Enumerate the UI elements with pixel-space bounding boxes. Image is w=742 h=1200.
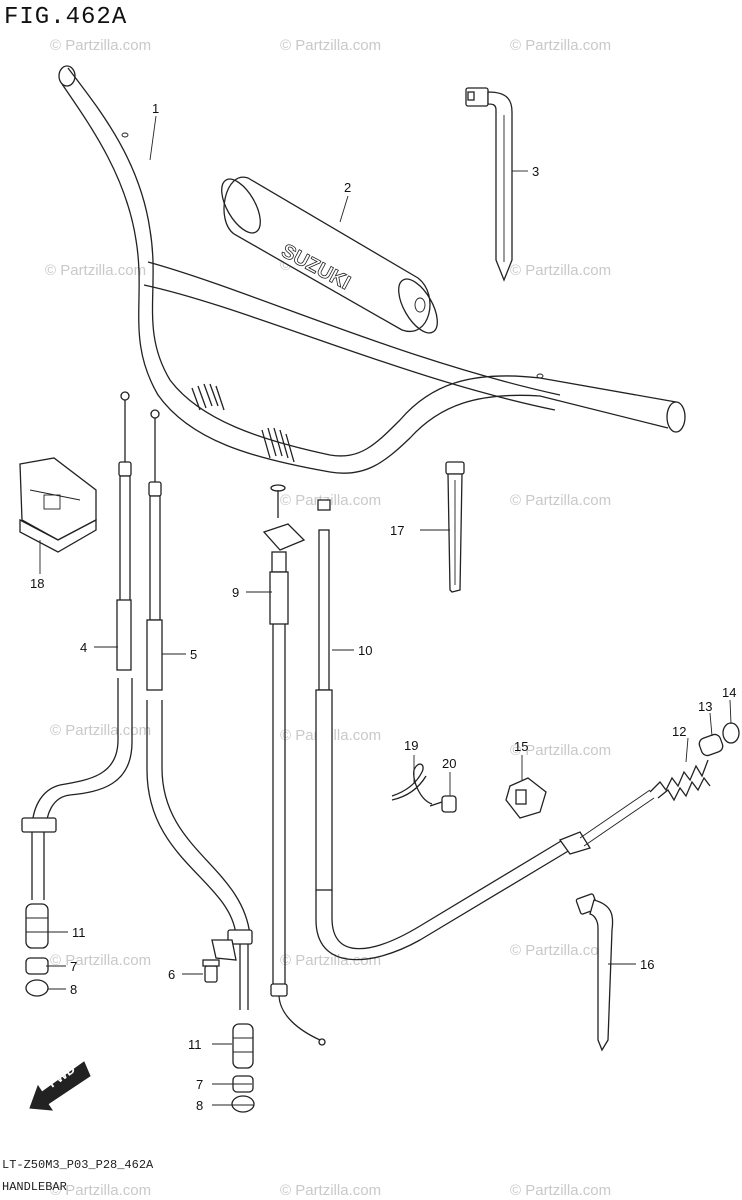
figure-caption: HANDLEBAR [2,1180,67,1194]
part-20-screw [429,795,457,813]
callout-17: 17 [390,523,404,538]
part-11-boot [25,903,254,1069]
part-14-nut [722,722,740,744]
part-19-clip [391,763,433,805]
part-16-strap [575,893,614,1052]
callout-4: 4 [80,640,87,655]
part-17-band [445,461,465,593]
part-3-strap [465,87,513,282]
leader-lines [39,115,732,1106]
callout-8-lower: 8 [196,1098,203,1113]
figure-title: FIG.462A [4,4,128,31]
watermark: © Partzilla.com [510,942,611,959]
callout-11: 11 [72,925,86,940]
part-1-handlebar [58,65,686,474]
watermark: © Partzilla.com [50,952,151,969]
callout-8: 8 [70,982,77,997]
callout-10: 10 [358,643,372,658]
callout-19: 19 [404,738,418,753]
callout-14: 14 [722,685,736,700]
watermark: © Partzilla.com [50,722,151,739]
part-13-joint [698,733,724,757]
callout-16: 16 [640,957,654,972]
callout-2: 2 [344,180,351,195]
callout-7-lower: 7 [196,1077,203,1092]
watermark: © Partzilla.com [280,952,381,969]
watermark: © Partzilla.com [45,262,146,279]
callout-11-lower: 11 [188,1037,202,1052]
part-5-cable [146,409,253,1010]
callouts: 1 2 3 4 5 6 7 8 9 10 11 12 13 14 15 16 1… [30,101,736,1113]
watermark: © Partzilla.com [510,37,611,54]
callout-1: 1 [152,101,159,116]
callout-7: 7 [70,959,77,974]
watermark: © Partzilla.com [280,37,381,54]
watermark: © Partzilla.com [280,1182,381,1199]
fwd-arrow: FWD [29,1061,91,1111]
callout-6: 6 [168,967,175,982]
watermark: © Partzilla.com [50,37,151,54]
watermark: © Partzilla.com [510,1182,611,1199]
grip-band [191,383,295,463]
callout-18: 18 [30,576,44,591]
part-12-spring [649,759,711,802]
part-15-clamp [505,777,547,819]
watermark: © Partzilla.com [510,492,611,509]
callout-15: 15 [514,739,528,754]
part-2-handlebar-pad: SUZUKI [221,176,438,334]
part-6-bolt [202,939,237,983]
watermark: © Partzilla.com [510,742,611,759]
part-4-cable [21,391,133,900]
part-18-bracket [19,457,97,553]
callout-9: 9 [232,585,239,600]
watermark: © Partzilla.com [510,262,611,279]
watermark: © Partzilla.com [50,1182,151,1199]
figure-code: LT-Z50M3_P03_P28_462A [2,1158,154,1172]
callout-3: 3 [532,164,539,179]
part-9-cable [262,484,326,1046]
part-8-nut [25,979,255,1113]
callout-13: 13 [698,699,712,714]
callout-20: 20 [442,756,456,771]
part-10-cable [315,499,655,961]
callout-5: 5 [190,647,197,662]
callout-12: 12 [672,724,686,739]
